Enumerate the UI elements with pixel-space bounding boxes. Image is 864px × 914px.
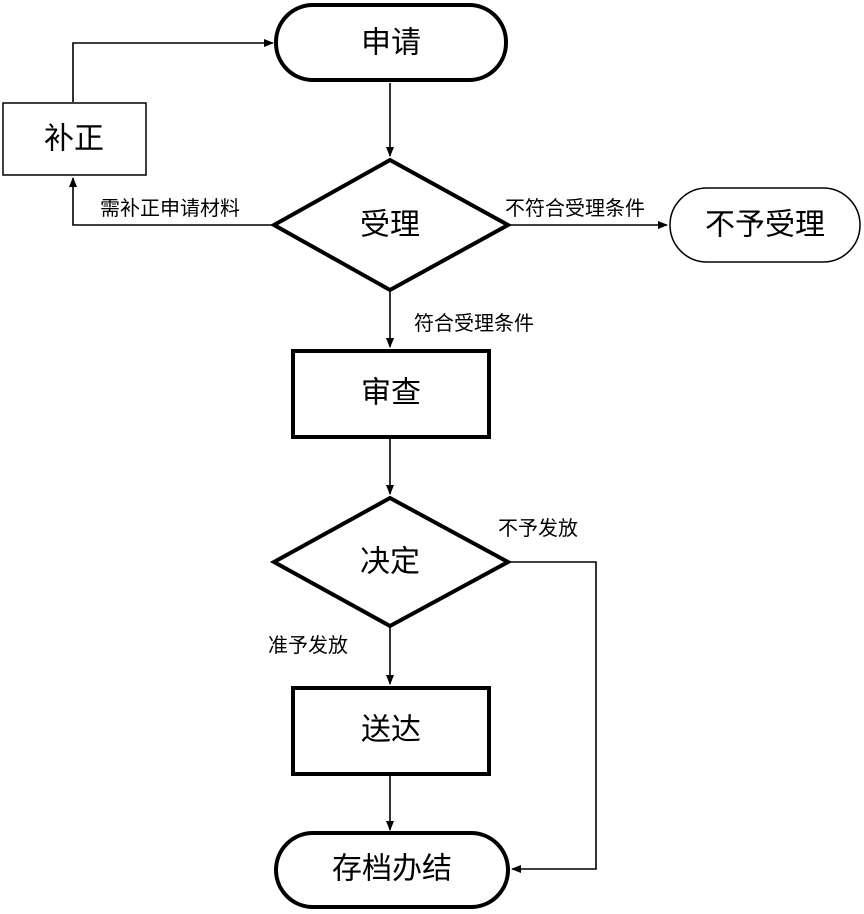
node-deliver: 送达 (291, 686, 491, 776)
node-archive-label: 存档办结 (332, 852, 452, 887)
edge-label-not-meet-conditions: 不符合受理条件 (505, 196, 645, 220)
node-accept: 受理 (269, 157, 513, 293)
edge-label-meet-conditions: 符合受理条件 (414, 311, 534, 335)
edge-correct-to-apply (72, 39, 274, 102)
node-reject-label: 不予受理 (705, 208, 825, 243)
edge-label-need-correction: 需补正申请材料 (100, 196, 240, 220)
node-review-label: 审查 (361, 376, 421, 411)
node-correct-label: 补正 (44, 122, 104, 157)
node-decide-label: 决定 (360, 545, 420, 580)
edge-label-not-issue: 不予发放 (498, 516, 578, 540)
node-deliver-label: 送达 (361, 713, 421, 748)
node-archive: 存档办结 (274, 831, 510, 909)
node-decide: 决定 (269, 495, 513, 629)
edge-label-approve-issue: 准予发放 (268, 633, 348, 657)
node-apply: 申请 (274, 3, 508, 82)
edge-decide-to-archive (510, 561, 597, 873)
edge-accept-to-correct (69, 177, 274, 226)
node-accept-label: 受理 (360, 208, 420, 243)
node-reject: 不予受理 (669, 187, 861, 263)
node-correct: 补正 (2, 102, 147, 176)
node-apply-label: 申请 (361, 26, 421, 61)
node-review: 审查 (291, 349, 491, 439)
